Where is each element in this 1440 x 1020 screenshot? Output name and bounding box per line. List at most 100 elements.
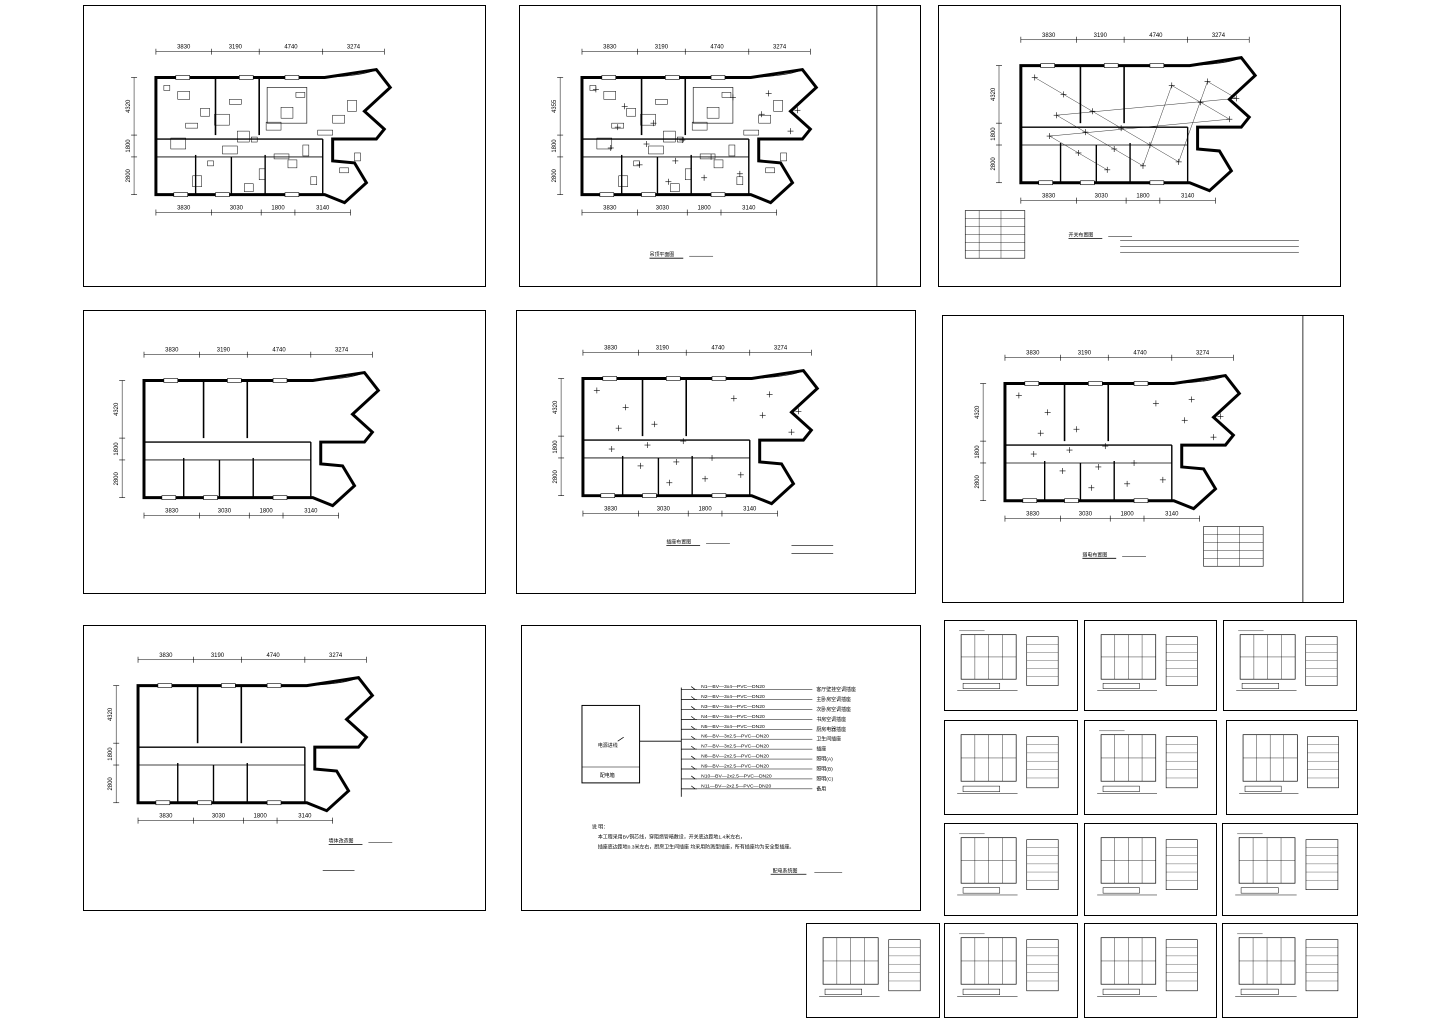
detail-drawing: [1235, 833, 1339, 896]
wire: [1200, 102, 1230, 120]
plan-strip: [1240, 988, 1279, 995]
dimension-label: 4740: [1149, 33, 1163, 39]
circuit-code: N5—BV—3x4—PVC—DN20: [701, 724, 765, 730]
circuit-breaker: [691, 726, 696, 730]
switch-legend: [964, 210, 1026, 259]
exterior-wall: [136, 676, 375, 813]
dimension-label: 3274: [329, 653, 343, 659]
weak-current-plan-drawing: 3830383031903030474018003274314043201800…: [975, 316, 1304, 602]
circuit-code: N11—BV—2x2.5—PVC—DN20: [701, 783, 771, 789]
furniture: [273, 153, 290, 160]
wire: [1078, 152, 1108, 171]
detail-sheet-12: [1084, 923, 1217, 1018]
dimension-label: 2800: [126, 168, 132, 182]
window: [1024, 381, 1040, 386]
floor-plan: 3830383031903030474018003274314043201800…: [553, 346, 820, 517]
drawing-title: 开关布置图: [1069, 231, 1094, 238]
circuit-breaker: [691, 706, 696, 710]
dimension-label: 3830: [159, 814, 173, 820]
circuit-breaker: [691, 765, 696, 770]
dimension-label: 3830: [165, 348, 179, 354]
weak-current-legend: [1203, 526, 1264, 567]
dimension-label: 3830: [177, 45, 191, 51]
plan-strip: [1102, 988, 1140, 995]
circuit-code: N4—BV—3x4—PVC—DN20: [701, 714, 765, 720]
circuit-breaker: [691, 775, 696, 780]
dimension-label: 3190: [656, 346, 670, 352]
wire: [1114, 148, 1144, 167]
detail-drawing: [1097, 730, 1198, 794]
detail-drawing: [957, 734, 1059, 794]
dimension-label: 4740: [711, 346, 725, 352]
socket-plan-drawing: 3830383031903030474018003274314043201800…: [553, 346, 834, 554]
detail-sheet-10: [806, 923, 940, 1018]
dimension-label: 3274: [1212, 33, 1226, 39]
dimension-label: 1800: [114, 442, 120, 456]
circuit-breaker: [691, 696, 696, 700]
window: [665, 75, 680, 80]
furniture: [177, 91, 190, 100]
bay-window-arc: [751, 370, 804, 379]
distribution-box-label: 配电箱: [600, 772, 615, 779]
plan-strip: [824, 988, 863, 995]
detail-drawing: [1239, 734, 1339, 794]
dimension-label: 3830: [604, 507, 618, 513]
dimension-label: 3830: [603, 206, 617, 212]
rug: [692, 87, 734, 124]
exterior-wall: [1003, 373, 1242, 511]
dimension-label: 3140: [743, 507, 757, 513]
dimension-label: 4320: [114, 402, 120, 416]
detail-sheet-4: [944, 720, 1078, 815]
main-switch-label: 电源进线: [598, 742, 618, 749]
section-outline: [1026, 839, 1059, 890]
dimension-label: 3274: [347, 45, 361, 51]
dimension-label: 3830: [1026, 351, 1040, 357]
circuit-description: 次卧房空调插座: [816, 706, 851, 713]
window: [284, 75, 300, 80]
dimension-label: 3830: [159, 653, 173, 659]
window: [710, 192, 726, 197]
dimension-label: 3830: [1026, 512, 1040, 518]
wire: [1085, 131, 1115, 150]
circuit-description: 插座: [816, 746, 826, 753]
circuit-code: N8—BV—2x2.5—PVC—DN20: [701, 754, 769, 760]
plan-strip: [962, 785, 1001, 792]
dimension-label: 1800: [698, 206, 712, 212]
dimension-label: 1800: [126, 139, 132, 153]
window: [266, 800, 282, 806]
window: [284, 192, 300, 197]
circuit-code: N10—BV—2x2.5—PVC—DN20: [701, 773, 772, 779]
dimension-label: 3190: [1094, 33, 1108, 39]
dimension-label: 1800: [552, 139, 558, 153]
plan-strip: [1102, 683, 1140, 689]
dimension-label: 2800: [108, 777, 114, 791]
furniture: [265, 121, 282, 131]
circuit-description: 备用: [816, 785, 826, 792]
dimension-label: 3274: [773, 45, 787, 51]
dimension-label: 3140: [316, 206, 330, 212]
wire: [1178, 81, 1208, 162]
plan-strip: [1244, 785, 1282, 792]
dimension-label: 3030: [1079, 512, 1093, 518]
section-outline: [1165, 636, 1198, 686]
dimension-label: 3830: [1042, 33, 1056, 39]
exterior-wall: [142, 370, 381, 508]
furniture: [677, 136, 684, 143]
furniture: [670, 183, 680, 192]
dimension-label: 4320: [553, 400, 559, 414]
wire: [1207, 81, 1237, 99]
dimension-label: 1800: [260, 509, 274, 515]
furniture: [170, 137, 186, 150]
furniture: [229, 99, 242, 105]
detail-drawing: [1097, 837, 1198, 896]
window: [710, 75, 726, 80]
furniture: [317, 129, 333, 136]
furniture: [287, 159, 298, 169]
wire: [1056, 115, 1086, 133]
dimension-label: 2800: [975, 475, 981, 489]
detail-sheet-8: [1084, 823, 1217, 916]
ceiling-plan-drawing: 3830383031903030474018003274314043551800…: [552, 6, 878, 286]
circuit-code: N7—BV—3x2.5—PVC—DN20: [701, 744, 769, 750]
circuit-description: 照明(B): [816, 766, 833, 772]
